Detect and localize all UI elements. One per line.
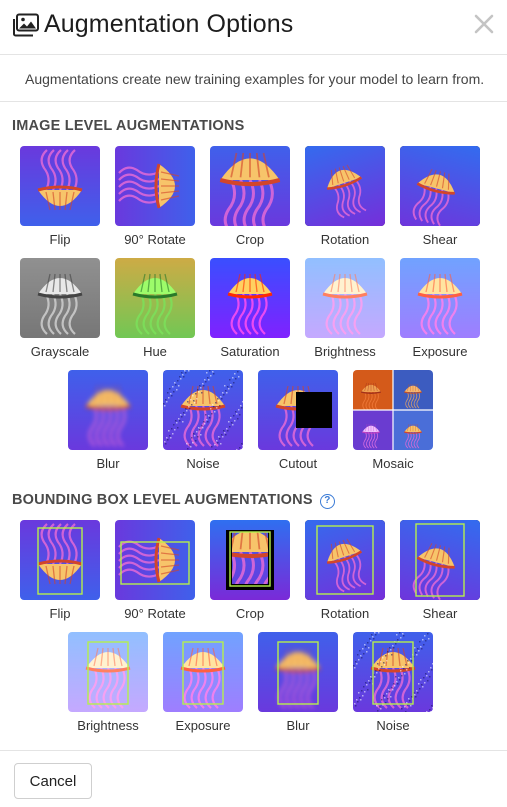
augmentation-thumbnail	[20, 520, 100, 600]
augmentation-tile-rotation[interactable]: Rotation	[305, 146, 385, 247]
augmentation-thumbnail	[400, 258, 480, 338]
augmentation-thumbnail	[210, 146, 290, 226]
augmentation-tile-cutout[interactable]: Cutout	[258, 370, 338, 471]
modal-footer: Cancel	[0, 750, 507, 807]
augmentation-tile-hue[interactable]: Hue	[115, 258, 195, 359]
question-help-icon[interactable]: ?	[319, 494, 335, 509]
augmentation-tile-grayscale[interactable]: Grayscale	[20, 258, 100, 359]
modal-title: Augmentation Options	[44, 10, 294, 38]
modal-description: Augmentations create new training exampl…	[0, 56, 507, 102]
augmentation-label: Shear	[422, 232, 458, 247]
augmentation-tile-brightness[interactable]: Brightness	[305, 258, 385, 359]
image-level-section-title: IMAGE LEVEL AUGMENTATIONS	[12, 118, 244, 134]
augmentation-tile-exposure[interactable]: Exposure	[400, 258, 480, 359]
augmentation-label: Rotation	[320, 606, 370, 621]
augmentation-label: Noise	[186, 456, 220, 471]
augmentation-label: Noise	[376, 718, 410, 733]
augmentation-tile-bb-rotation[interactable]: Rotation	[305, 520, 385, 621]
augmentation-tile-shear[interactable]: Shear	[400, 146, 480, 247]
augmentation-thumbnail	[115, 146, 195, 226]
augmentation-label: Grayscale	[30, 344, 90, 359]
augmentation-label: Crop	[235, 232, 265, 247]
augmentation-thumbnail	[400, 520, 480, 600]
augmentation-tile-crop[interactable]: Crop	[210, 146, 290, 247]
augmentation-label: Hue	[143, 344, 167, 359]
augmentation-thumbnail	[68, 632, 148, 712]
augmentation-label: Exposure	[412, 344, 468, 359]
augmentation-label: Rotation	[320, 232, 370, 247]
augmentation-tile-blur[interactable]: Blur	[68, 370, 148, 471]
augmentation-tile-bb-crop[interactable]: Crop	[210, 520, 290, 621]
augmentation-label: Flip	[49, 232, 71, 247]
augmentation-label: Crop	[235, 606, 265, 621]
modal-header: Augmentation Options	[0, 0, 507, 55]
augmentation-thumbnail	[163, 632, 243, 712]
augmentation-thumbnail	[305, 258, 385, 338]
bbox-level-section-title: BOUNDING BOX LEVEL AUGMENTATIONS ?	[12, 492, 335, 509]
augmentation-label: Flip	[49, 606, 71, 621]
augmentation-tile-bb-rotate90[interactable]: 90° Rotate	[115, 520, 195, 621]
augmentation-tile-bb-shear[interactable]: Shear	[400, 520, 480, 621]
augmentation-tile-rotate90[interactable]: 90° Rotate	[115, 146, 195, 247]
augmentation-tile-mosaic[interactable]: Mosaic	[353, 370, 433, 471]
augmentation-thumbnail	[400, 146, 480, 226]
augmentation-thumbnail	[353, 632, 433, 712]
augmentation-thumbnail	[20, 258, 100, 338]
augmentation-thumbnail	[305, 520, 385, 600]
augmentation-thumbnail	[163, 370, 243, 450]
augmentation-thumbnail	[258, 370, 338, 450]
augmentation-label: Exposure	[175, 718, 231, 733]
augmentation-thumbnail	[20, 146, 100, 226]
augmentation-label: Mosaic	[372, 456, 414, 471]
image-gallery-icon	[13, 13, 39, 37]
augmentation-label: Brightness	[77, 718, 139, 733]
augmentation-thumbnail	[210, 258, 290, 338]
augmentation-thumbnail	[115, 520, 195, 600]
augmentation-label: Blur	[286, 718, 310, 733]
augmentation-tile-noise[interactable]: Noise	[163, 370, 243, 471]
augmentation-tile-saturation[interactable]: Saturation	[210, 258, 290, 359]
augmentation-thumbnail	[258, 632, 338, 712]
image-level-title-text: IMAGE LEVEL AUGMENTATIONS	[12, 118, 245, 134]
augmentation-tile-bb-blur[interactable]: Blur	[258, 632, 338, 733]
augmentation-label: Cutout	[278, 456, 318, 471]
augmentation-tile-bb-noise[interactable]: Noise	[353, 632, 433, 733]
augmentation-label: Saturation	[220, 344, 280, 359]
augmentation-thumbnail	[115, 258, 195, 338]
close-icon[interactable]	[472, 12, 496, 36]
augmentation-label: 90° Rotate	[124, 606, 186, 621]
augmentation-thumbnail	[68, 370, 148, 450]
augmentation-thumbnail	[210, 520, 290, 600]
bbox-level-title-text: BOUNDING BOX LEVEL AUGMENTATIONS	[12, 492, 313, 508]
augmentation-label: Brightness	[314, 344, 376, 359]
augmentation-thumbnail	[305, 146, 385, 226]
augmentation-tile-bb-brightness[interactable]: Brightness	[68, 632, 148, 733]
augmentation-tile-bb-exposure[interactable]: Exposure	[163, 632, 243, 733]
augmentation-thumbnail	[353, 370, 433, 450]
augmentation-label: 90° Rotate	[124, 232, 186, 247]
augmentation-tile-flip[interactable]: Flip	[20, 146, 100, 247]
cancel-button[interactable]: Cancel	[14, 763, 92, 799]
augmentation-tile-bb-flip[interactable]: Flip	[20, 520, 100, 621]
augmentation-label: Blur	[96, 456, 120, 471]
augmentation-label: Shear	[422, 606, 458, 621]
